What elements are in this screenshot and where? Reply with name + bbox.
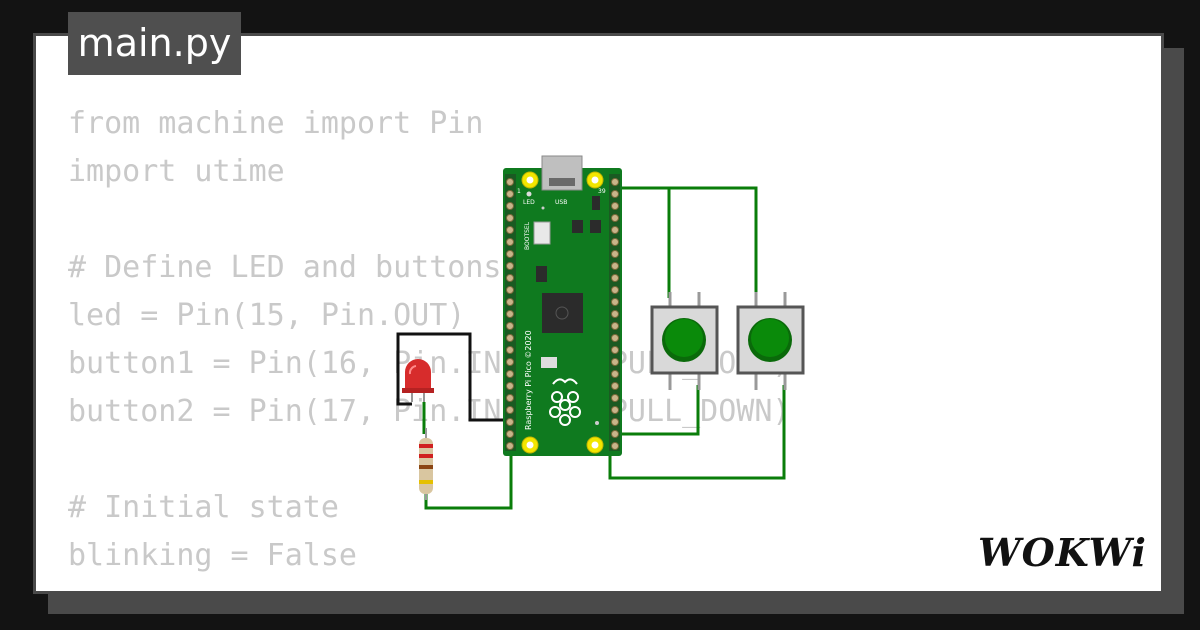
code-line: # Initial state: [68, 490, 339, 525]
resistor-icon[interactable]: [419, 428, 433, 500]
file-tab[interactable]: main.py: [68, 12, 241, 75]
wire-black: [396, 332, 512, 422]
code-line: blinking = False: [68, 538, 357, 573]
pushbutton-icon[interactable]: [736, 292, 805, 390]
chip: [541, 357, 557, 368]
code-line: button2 = Pin(17, Pin.IN, Pin.PULL_DOWN): [68, 394, 791, 429]
bootsel-button[interactable]: [533, 221, 551, 245]
code-line: from machine import Pin: [68, 106, 484, 141]
rp2040-chip: [542, 293, 583, 333]
onboard-led: [526, 191, 532, 197]
chip: [590, 220, 601, 233]
pico-board[interactable]: LED USB 1 39 BOOTSEL Raspberry Pi Pico ©…: [503, 155, 622, 456]
wire: [612, 186, 758, 298]
wires: [422, 186, 786, 510]
code-line: import utime: [68, 154, 285, 189]
code-line: # Define LED and buttons: [68, 250, 502, 285]
pushbutton-icon[interactable]: [650, 292, 719, 390]
raspberry-pi-logo: [549, 378, 581, 426]
chip: [536, 266, 547, 282]
raspberry-logo-small: [555, 306, 569, 320]
code-editor[interactable]: from machine import Pin import utime # Def…: [68, 100, 790, 580]
usb-label: USB: [555, 199, 567, 206]
pin-header-right: [609, 174, 620, 451]
pin-header-left: [505, 174, 516, 451]
wire: [612, 385, 700, 436]
board-name: Raspberry Pi Pico ©2020: [524, 330, 533, 430]
chip: [572, 220, 583, 233]
wire: [424, 442, 513, 510]
chip: [592, 196, 600, 210]
usb-connector: [541, 155, 583, 191]
code-line: led = Pin(15, Pin.OUT): [68, 298, 466, 333]
pin-number-left: 1: [517, 188, 521, 195]
led-label: LED: [523, 199, 535, 206]
pin-number-right: 39: [598, 188, 606, 195]
led-icon[interactable]: [402, 359, 434, 402]
wire: [608, 385, 786, 480]
bootsel-label: BOOTSEL: [524, 221, 531, 250]
wokwi-logo[interactable]: WOKWi: [976, 528, 1150, 576]
svg-text:WOKWi: WOKWi: [978, 530, 1147, 575]
